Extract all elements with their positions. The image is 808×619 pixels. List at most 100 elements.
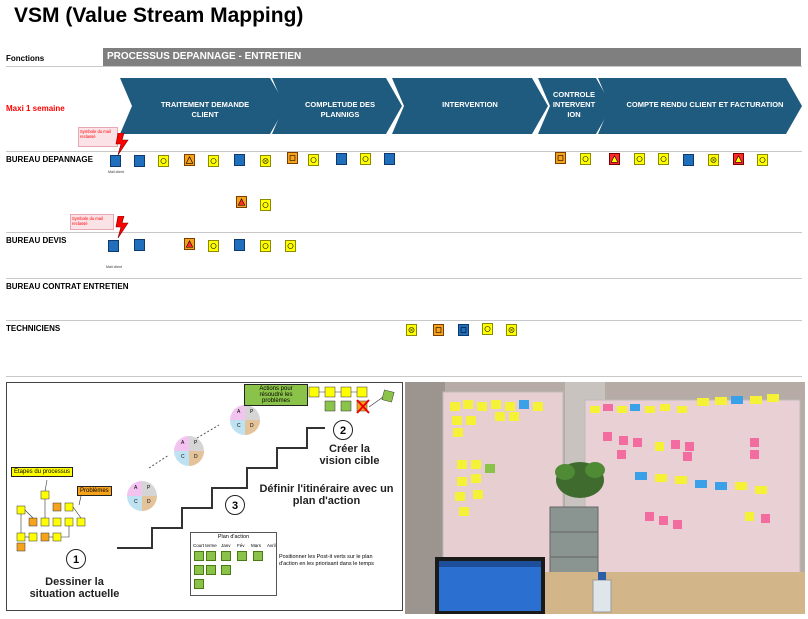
step-number-1: 1 [66, 549, 86, 569]
circle-icon [262, 202, 269, 208]
photo-illustration [405, 382, 805, 614]
lightning-icon [115, 216, 129, 238]
pdca-letter: A [134, 485, 138, 491]
warning-triangle-icon [237, 198, 246, 206]
note-blue [108, 240, 119, 252]
note-yellow [208, 240, 219, 252]
pdca-letter: C [134, 499, 138, 505]
action-plan-table: Plan d'action Court terme Janv Fév Mars … [190, 532, 277, 596]
pdca-letter: D [250, 423, 254, 429]
monitor [435, 557, 545, 614]
note-orange [184, 238, 195, 250]
pdca-letter: D [147, 499, 151, 505]
note-orange [236, 196, 247, 208]
chevron-1 [120, 78, 286, 134]
note-blue [384, 153, 395, 165]
note-blue [683, 154, 694, 166]
target-vision-map [308, 386, 395, 414]
square-icon [557, 155, 564, 161]
green-postit [206, 565, 216, 575]
note-yellow [658, 153, 669, 165]
pdca-letter: A [181, 440, 185, 446]
step1-text: Dessiner la situation actuelle [29, 576, 120, 600]
note-yellow [634, 153, 645, 165]
step2-text: Créer la vision cible [319, 443, 380, 467]
chevron-5 [598, 78, 802, 134]
step-number-2: 2 [333, 420, 353, 440]
note-orange [184, 154, 195, 166]
green-postit [194, 565, 204, 575]
maxi-label: Maxi 1 semaine [6, 104, 65, 113]
method-graphics [16, 386, 395, 552]
note-label: Mail client [106, 265, 122, 269]
step-label: TRAITEMENT DEMANDE CLIENT [160, 100, 250, 119]
page-title: VSM (Value Stream Mapping) [14, 4, 304, 27]
circle-icon [160, 158, 167, 164]
postits-left [450, 400, 543, 516]
square-icon [435, 327, 442, 333]
step-label: CONTROLE INTERVENT ION [552, 90, 596, 119]
warning-triangle-icon [185, 155, 194, 164]
vsm-method-illustration: A P C D A P C D A P C D Étapes du proces… [6, 382, 403, 611]
circle-icon [759, 157, 766, 163]
circle-icon [287, 243, 294, 249]
circle-icon [310, 157, 317, 163]
bottle [592, 572, 612, 613]
step-number-3: 3 [225, 495, 245, 515]
note-yellow [260, 199, 271, 211]
green-postit [253, 551, 263, 561]
note-blue [234, 239, 245, 251]
plan-col-header: Avril [267, 543, 276, 548]
note-blue [134, 155, 145, 167]
green-postit [221, 565, 231, 575]
warning-triangle-icon [185, 240, 194, 248]
chevron-2 [272, 78, 402, 134]
circle-icon [210, 158, 217, 164]
row-techniciens: TECHNICIENS [6, 324, 61, 333]
step-label: INTERVENTION [442, 100, 498, 109]
pdca-wheel-1 [127, 481, 157, 511]
row-bureau-depannage: BUREAU DEPANNAGE [6, 155, 93, 164]
lightning-icon [115, 133, 129, 155]
step-label: COMPLETUDE DES PLANNIGS [304, 100, 375, 119]
postits-right [590, 394, 779, 529]
note-yellow [285, 240, 296, 252]
note-yellow [757, 154, 768, 166]
cross-circle-icon [262, 158, 269, 164]
callout-mail-symbol: Symbole du mail reclassé [78, 127, 118, 147]
note-label: Mail client [108, 170, 124, 174]
callout-mail-symbol: Symbole du mail reclassé [70, 214, 114, 230]
note-orange [555, 152, 566, 164]
note-blue [234, 154, 245, 166]
plant [555, 462, 605, 498]
circle-icon [210, 243, 217, 249]
chevron-4 [538, 78, 612, 134]
divider [6, 320, 802, 321]
fonctions-label: Fonctions [6, 54, 45, 63]
green-postit [194, 551, 204, 561]
green-postit [221, 551, 231, 561]
row-bureau-devis: BUREAU DEVIS [6, 236, 67, 245]
pdca-letter: C [181, 454, 185, 460]
note-orange [433, 324, 444, 336]
note-blue [134, 239, 145, 251]
pdca-letter: C [237, 423, 241, 429]
divider [6, 278, 802, 279]
process-steps-tag: Étapes du processus [11, 467, 74, 477]
note-yellow [260, 240, 271, 252]
note-yellow [708, 154, 719, 166]
note-yellow [506, 324, 517, 336]
circle-icon [262, 243, 269, 249]
circle-icon [362, 156, 369, 162]
pdca-wheel-3 [230, 405, 260, 435]
note-yellow [580, 153, 591, 165]
green-postit [194, 579, 204, 589]
process-chevrons [120, 78, 802, 134]
process-bar: PROCESSUS DEPANNAGE - ENTRETIEN [103, 48, 801, 66]
chevron-3 [392, 78, 548, 134]
note-blue [458, 324, 469, 336]
note-yellow [482, 323, 493, 335]
warning-triangle-icon [610, 155, 619, 163]
circle-icon [582, 156, 589, 162]
actions-tag: Actions pour résoudre les problèmes [244, 384, 308, 406]
